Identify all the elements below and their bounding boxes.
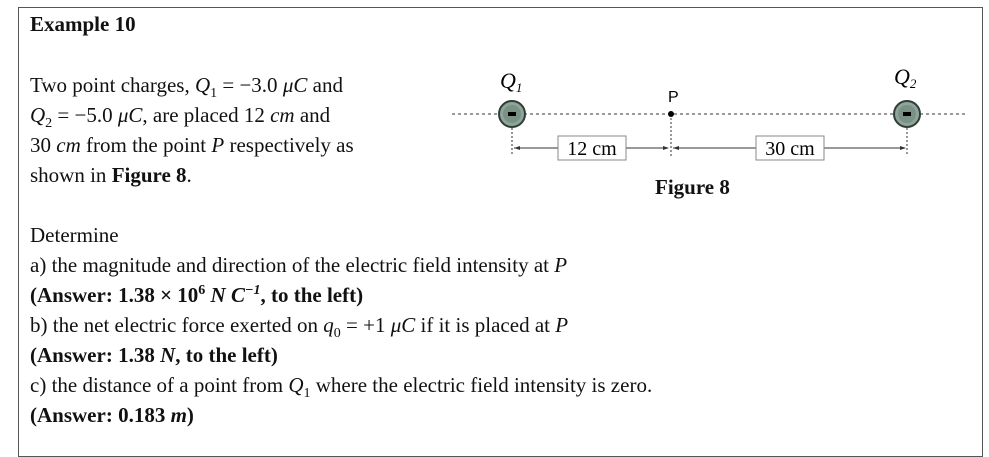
dim1-arrow-right: [663, 146, 669, 150]
dim1-label-box: [557, 135, 627, 161]
figure-8-diagram: Q1 P Q2 12 cm 30: [440, 60, 980, 210]
q1-label: Q1: [500, 68, 522, 95]
questions-block: Determine a) the magnitude and direction…: [30, 220, 652, 430]
statement-line-2: Q2 = −5.0 μC, are placed 12 cm and: [30, 103, 331, 132]
dim2-arrow-right: [900, 146, 906, 150]
point-p-label: P: [668, 89, 679, 106]
statement-line-1: Two point charges, Q1 = −3.0 μC and: [30, 73, 343, 102]
answer-a: (Answer: 1.38 × 106 N C−1, to the left): [30, 283, 364, 307]
dim1-arrow-left: [514, 146, 520, 150]
question-b: b) the net electric force exerted on q0 …: [30, 313, 569, 342]
dim2-label-box: [755, 135, 825, 161]
problem-statement: Two point charges, Q1 = −3.0 μC and Q2 =…: [30, 70, 450, 190]
question-c: c) the distance of a point from Q1 where…: [30, 373, 653, 402]
statement-line-4: shown in Figure 8.: [30, 163, 192, 187]
question-a: a) the magnitude and direction of the el…: [30, 253, 568, 277]
determine-line: Determine: [30, 223, 119, 247]
minus-sign-icon: [903, 112, 911, 116]
q2-charge: [893, 100, 921, 128]
statement-line-3: 30 cm from the point P respectively as: [30, 133, 354, 157]
dim2-arrow-left: [673, 146, 679, 150]
dim2-label: 30 cm: [765, 138, 815, 160]
example-title: Example 10: [30, 12, 136, 36]
dim1-label: 12 cm: [567, 138, 617, 160]
point-p: [668, 111, 674, 117]
q1-charge: [498, 100, 526, 128]
q2-label: Q2: [894, 64, 917, 91]
figure-caption: Figure 8: [655, 175, 730, 199]
answer-b: (Answer: 1.38 N, to the left): [30, 343, 278, 367]
answer-c: (Answer: 0.183 m): [30, 403, 194, 427]
minus-sign-icon: [508, 112, 516, 116]
charge-diagram-svg: Q1 P Q2 12 cm 30: [452, 64, 965, 161]
